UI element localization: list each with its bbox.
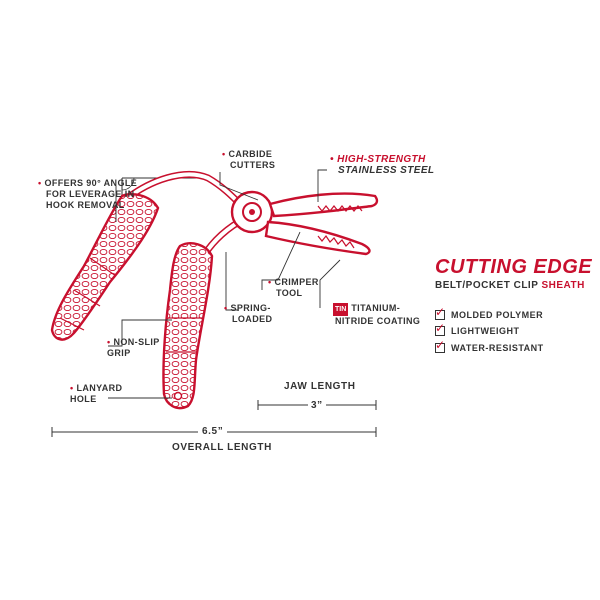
feature-item: ✓ WATER-RESISTANT — [435, 338, 544, 353]
panel-subtitle: BELT/POCKET CLIP SHEATH — [435, 280, 585, 291]
spring-loaded-label: • SPRING- LOADED — [224, 303, 273, 324]
panel-title: CUTTING EDGE — [435, 256, 593, 278]
stainless-steel-label: • HIGH-STRENGTH STAINLESS STEEL — [330, 154, 435, 176]
jaw-length-value: 3” — [308, 400, 326, 411]
lower-jaw — [264, 220, 371, 256]
tin-coating-label: TiNTITANIUM- NITRIDE COATING — [333, 303, 421, 326]
angle-label: • OFFERS 90° ANGLE FOR LEVERAGE IN HOOK … — [38, 178, 138, 210]
non-slip-grip-label: • NON-SLIP GRIP — [107, 337, 160, 358]
feature-item: ✓ LIGHTWEIGHT — [435, 321, 520, 336]
jaw-length-label: JAW LENGTH — [284, 381, 356, 392]
checkbox-icon: ✓ — [435, 321, 445, 336]
crimper-tool-label: • CRIMPER TOOL — [268, 277, 319, 298]
feature-item: ✓ MOLDED POLYMER — [435, 305, 544, 320]
overall-length-value: 6.5” — [198, 426, 228, 437]
tin-badge: TiN — [333, 303, 349, 316]
checkbox-icon: ✓ — [435, 338, 445, 353]
upper-handle — [50, 171, 246, 341]
checkbox-icon: ✓ — [435, 305, 445, 320]
lanyard-hole — [173, 391, 183, 401]
lanyard-hole-label: • LANYARD HOLE — [70, 383, 123, 404]
overall-length-label: OVERALL LENGTH — [172, 442, 272, 453]
checkmark-icon: ✓ — [435, 305, 446, 319]
checkmark-icon: ✓ — [435, 338, 446, 352]
checkmark-icon: ✓ — [435, 321, 446, 335]
upper-jaw — [268, 192, 379, 218]
carbide-cutters-label: • CARBIDE CUTTERS — [222, 149, 276, 170]
leader-lines — [108, 169, 341, 399]
